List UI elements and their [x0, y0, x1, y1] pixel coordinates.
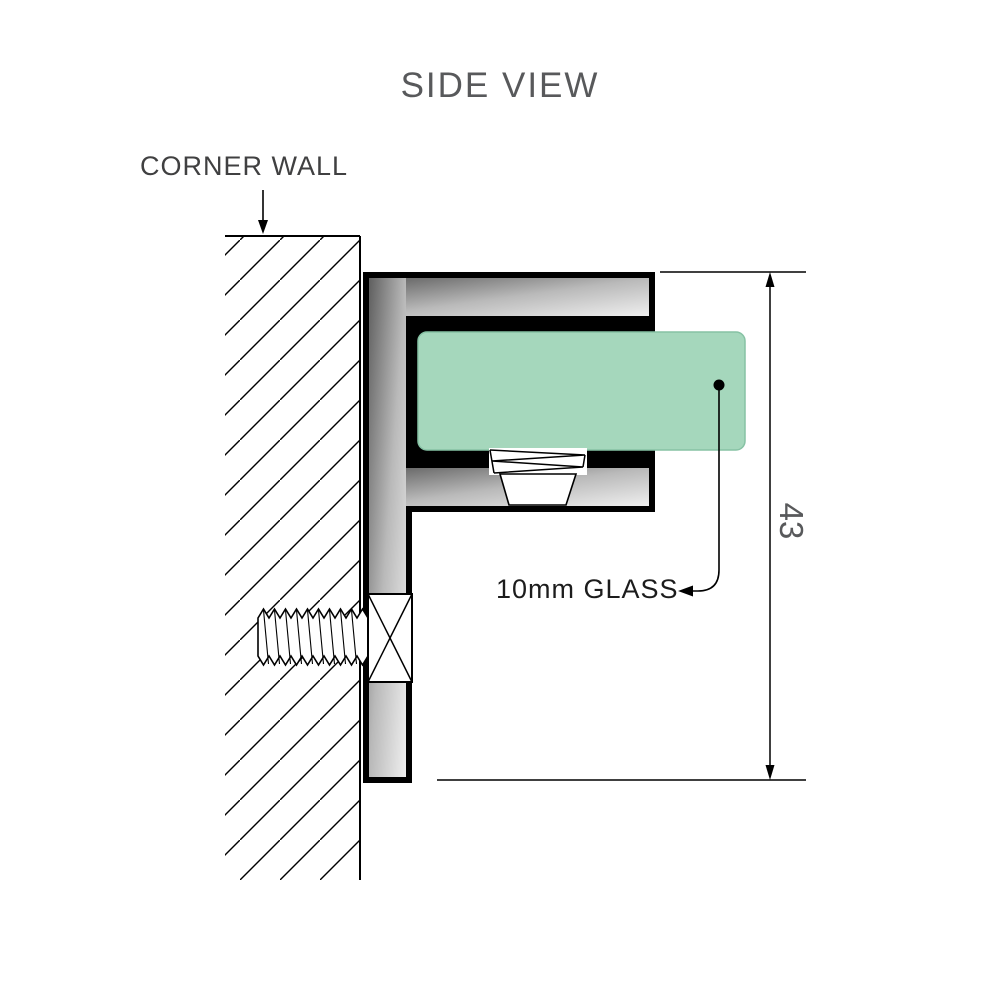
fixing-screw	[257, 593, 413, 683]
dimension-43	[437, 271, 806, 781]
bracket-spine	[369, 278, 406, 777]
glass-thickness-label: 10mm GLASS	[496, 574, 679, 604]
leader-arrowhead	[678, 585, 693, 597]
grub-screw	[489, 448, 587, 506]
glass-leader-line	[678, 379, 725, 597]
diagram-title: SIDE VIEW	[400, 66, 600, 105]
dimension-arrow-down	[765, 765, 775, 780]
dimension-value-label: 43	[773, 502, 810, 540]
wall-hatching	[225, 236, 360, 880]
corner-wall	[225, 190, 361, 880]
glass-panel	[417, 331, 746, 451]
screw-thread	[257, 607, 369, 667]
bracket-top-arm	[369, 278, 649, 316]
corner-wall-pointer-arrow	[258, 190, 268, 234]
leader-dot	[713, 379, 725, 391]
corner-wall-label: CORNER WALL	[140, 151, 349, 181]
dimension-arrow-up	[765, 272, 775, 287]
